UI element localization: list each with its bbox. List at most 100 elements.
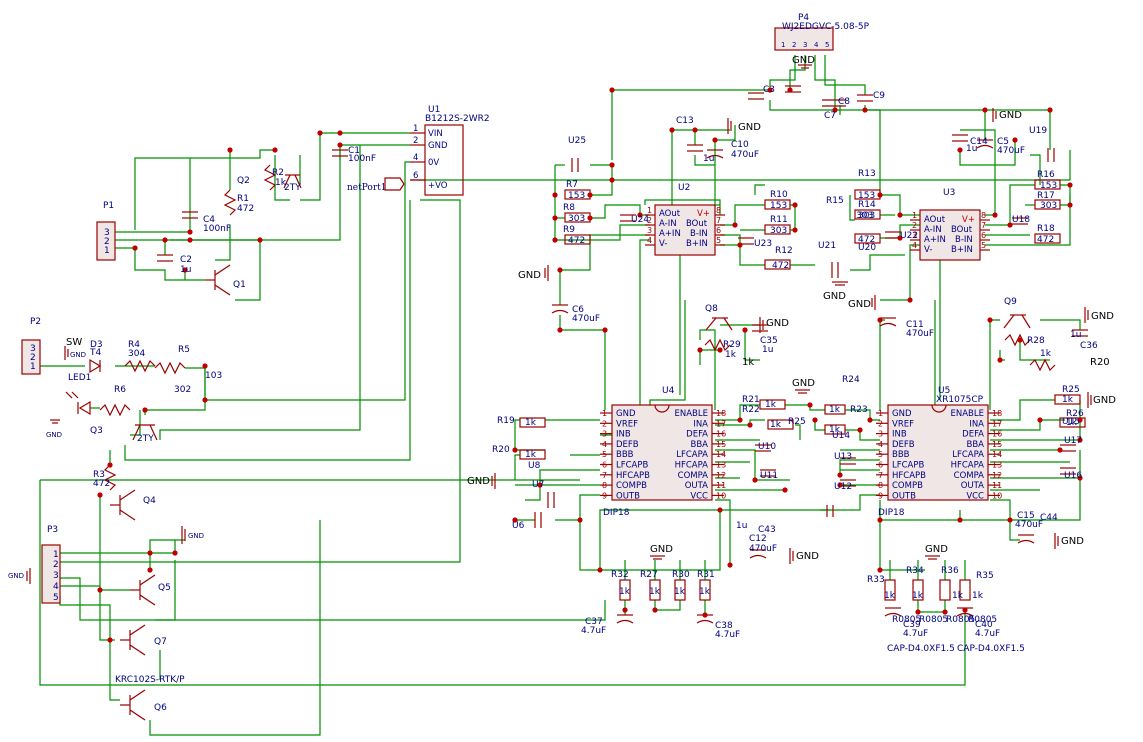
u5-left-pin-6: LFCAPB xyxy=(892,461,925,471)
junction-dot xyxy=(337,130,343,136)
label-r35: R35 xyxy=(976,571,994,581)
u5-left-pin-7: HFCAPB xyxy=(892,471,926,481)
p2-pin3: 3 xyxy=(30,344,36,354)
label-c44: C44 xyxy=(1040,513,1058,523)
label-u20: U20 xyxy=(858,243,876,253)
p3-ref: P3 xyxy=(47,525,58,535)
u3-n3: 3 xyxy=(912,231,917,240)
label-r22v: 1k xyxy=(770,420,782,430)
gnd-u4: GND xyxy=(792,378,815,389)
u5-left-pin-4: DEFB xyxy=(892,440,915,450)
junction-dot xyxy=(857,427,863,433)
label-r5v2: 103 xyxy=(205,371,222,381)
u4-right-pin-1: ENABLE xyxy=(675,409,708,419)
u3-n6: 6 xyxy=(981,231,986,240)
junction-dot xyxy=(669,127,675,133)
junction-dot xyxy=(1017,337,1023,343)
junction-dot xyxy=(792,227,798,233)
label-f2: R0805 xyxy=(919,615,948,625)
u4-left-pin-6: LFCAPB xyxy=(616,461,649,471)
p1-pin2: 2 xyxy=(104,237,110,247)
ground-symbols xyxy=(26,64,1092,584)
label-u15: U15 xyxy=(1062,417,1080,427)
junction-dot xyxy=(832,107,838,113)
junction-dot xyxy=(767,87,773,93)
junction-dot xyxy=(622,607,628,613)
u3-r3: B-IN xyxy=(955,235,973,245)
label-c38v: 4.7uF xyxy=(715,630,740,640)
u3-n4: 4 xyxy=(912,241,917,250)
u2-ref: U2 xyxy=(678,183,690,193)
label-f4: R0805 xyxy=(968,615,997,625)
label-c14: C14 xyxy=(970,137,988,147)
label-r12v: 472 xyxy=(772,261,789,271)
u1-pin-0v: 0V xyxy=(428,158,439,168)
label-f1: R0805 xyxy=(892,615,921,625)
u5-right-pin-2: INA xyxy=(969,419,984,429)
junction-dot xyxy=(957,147,963,153)
label-k3: 1k xyxy=(674,587,686,597)
p3-pin4: 4 xyxy=(53,582,59,592)
label-r8v: 303 xyxy=(568,214,585,224)
label-u19: U19 xyxy=(1029,126,1047,136)
p4-pin2: 2 xyxy=(792,41,796,49)
junction-dot xyxy=(537,482,543,488)
label-r10: R10 xyxy=(770,190,788,200)
junction-dot xyxy=(107,462,113,468)
u1-value: B1212S-2WR2 xyxy=(425,114,490,124)
label-k1: 1k xyxy=(619,587,631,597)
label-r13: R13 xyxy=(858,169,876,179)
label-c39: C39 xyxy=(903,620,921,630)
junction-dot xyxy=(877,567,883,573)
u5-left-pin-2: VREF xyxy=(892,419,914,429)
label-r23v: 1k xyxy=(829,405,841,415)
junction-dot xyxy=(97,587,103,593)
p4-value: WJ2EDGVC-5.08-5P xyxy=(782,22,870,32)
label-r18v: 472 xyxy=(1037,235,1054,245)
u5-right-pin-9: VCC xyxy=(966,491,984,501)
label-c9: C9 xyxy=(873,91,885,101)
label-r36: R36 xyxy=(941,566,959,576)
transistor-q7 xyxy=(120,624,146,656)
net-port-label: netPort1 xyxy=(347,183,387,193)
u5-ref: U5 xyxy=(938,386,950,396)
gnd-c35: GND xyxy=(766,318,789,329)
junction-dot xyxy=(787,87,793,93)
u4-right-pin-8: OUTA xyxy=(685,481,708,491)
u4-left-pin-8: COMPB xyxy=(616,481,647,491)
p4-ref: P4 xyxy=(798,13,809,23)
label-r19v: 1k xyxy=(525,418,537,428)
label-r25b: R25 xyxy=(1062,385,1080,395)
label-r34: R34 xyxy=(906,566,924,576)
label-q2: Q2 xyxy=(237,176,250,186)
junction-dot xyxy=(107,637,113,643)
label-c35v: 1u xyxy=(762,345,773,355)
label-r4: R4 xyxy=(128,340,140,350)
label-r28v: 1k xyxy=(1040,349,1052,359)
u1-num6: 6 xyxy=(413,171,418,181)
gnd-c36: GND xyxy=(1091,311,1114,322)
junction-dot xyxy=(942,609,948,615)
junction-dot xyxy=(957,517,963,523)
label-q3v: 2TY xyxy=(137,434,154,444)
capacitors xyxy=(157,85,1088,624)
label-r10v: 153 xyxy=(770,201,787,211)
label-u6: U6 xyxy=(512,521,525,531)
junction-dot xyxy=(737,242,743,248)
label-u12: U12 xyxy=(834,482,852,492)
u3-ref: U3 xyxy=(943,188,955,198)
connector-p3 xyxy=(41,544,61,604)
p3-pin5: 5 xyxy=(53,593,59,603)
u5-right-pin-6: HFCAPA xyxy=(951,461,985,471)
label-r21: R21 xyxy=(742,395,760,405)
label-u24: U24 xyxy=(631,215,649,225)
label-c11: C11 xyxy=(906,320,924,330)
label-u21: U21 xyxy=(818,241,836,251)
label-k2: 1k xyxy=(649,587,661,597)
u5-footprint: DIP18 xyxy=(878,508,905,518)
junction-dot xyxy=(587,192,593,198)
junction-dot xyxy=(202,397,208,403)
junction-dot xyxy=(812,417,818,423)
